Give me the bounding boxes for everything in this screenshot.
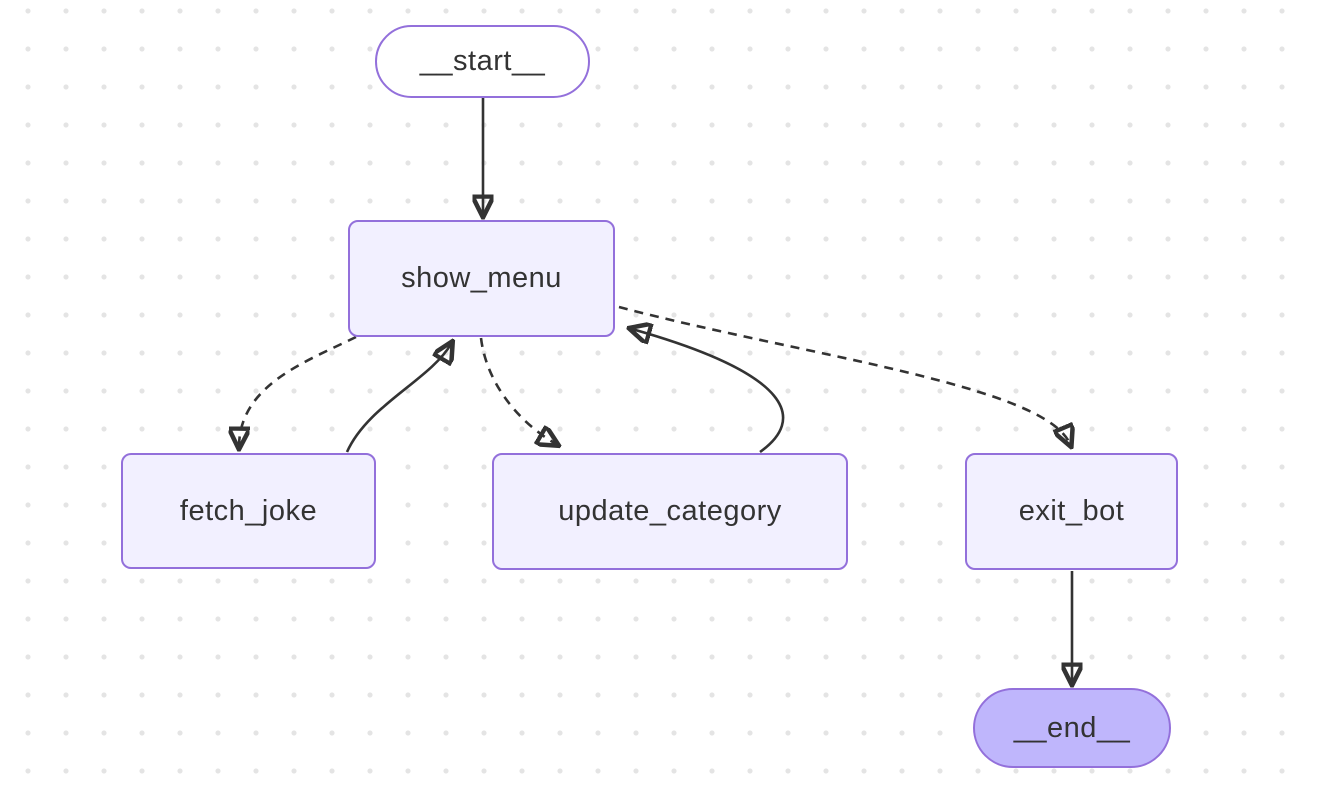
node-show-menu-label: show_menu (401, 262, 562, 294)
node-exit-bot: exit_bot (965, 453, 1178, 570)
node-start: __start__ (375, 25, 590, 98)
edge-show_menu-to-exit_bot (618, 305, 1070, 444)
node-fetch-joke: fetch_joke (121, 453, 376, 569)
node-fetch-joke-label: fetch_joke (179, 494, 318, 527)
edge-show_menu-to-fetch_joke (239, 335, 357, 446)
edge-show_menu-to-update_category (479, 337, 556, 444)
node-end-label: __end__ (1013, 711, 1131, 744)
node-update-category: update_category (492, 453, 848, 570)
edge-fetch_joke-to-show_menu (345, 344, 451, 453)
node-end: __end__ (973, 688, 1171, 768)
node-show-menu: show_menu (348, 220, 615, 337)
edge-update_category-to-show_menu (632, 329, 785, 454)
node-start-label: __start__ (419, 45, 546, 77)
node-exit-bot-label: exit_bot (1018, 495, 1125, 527)
node-update-category-label: update_category (558, 495, 782, 527)
